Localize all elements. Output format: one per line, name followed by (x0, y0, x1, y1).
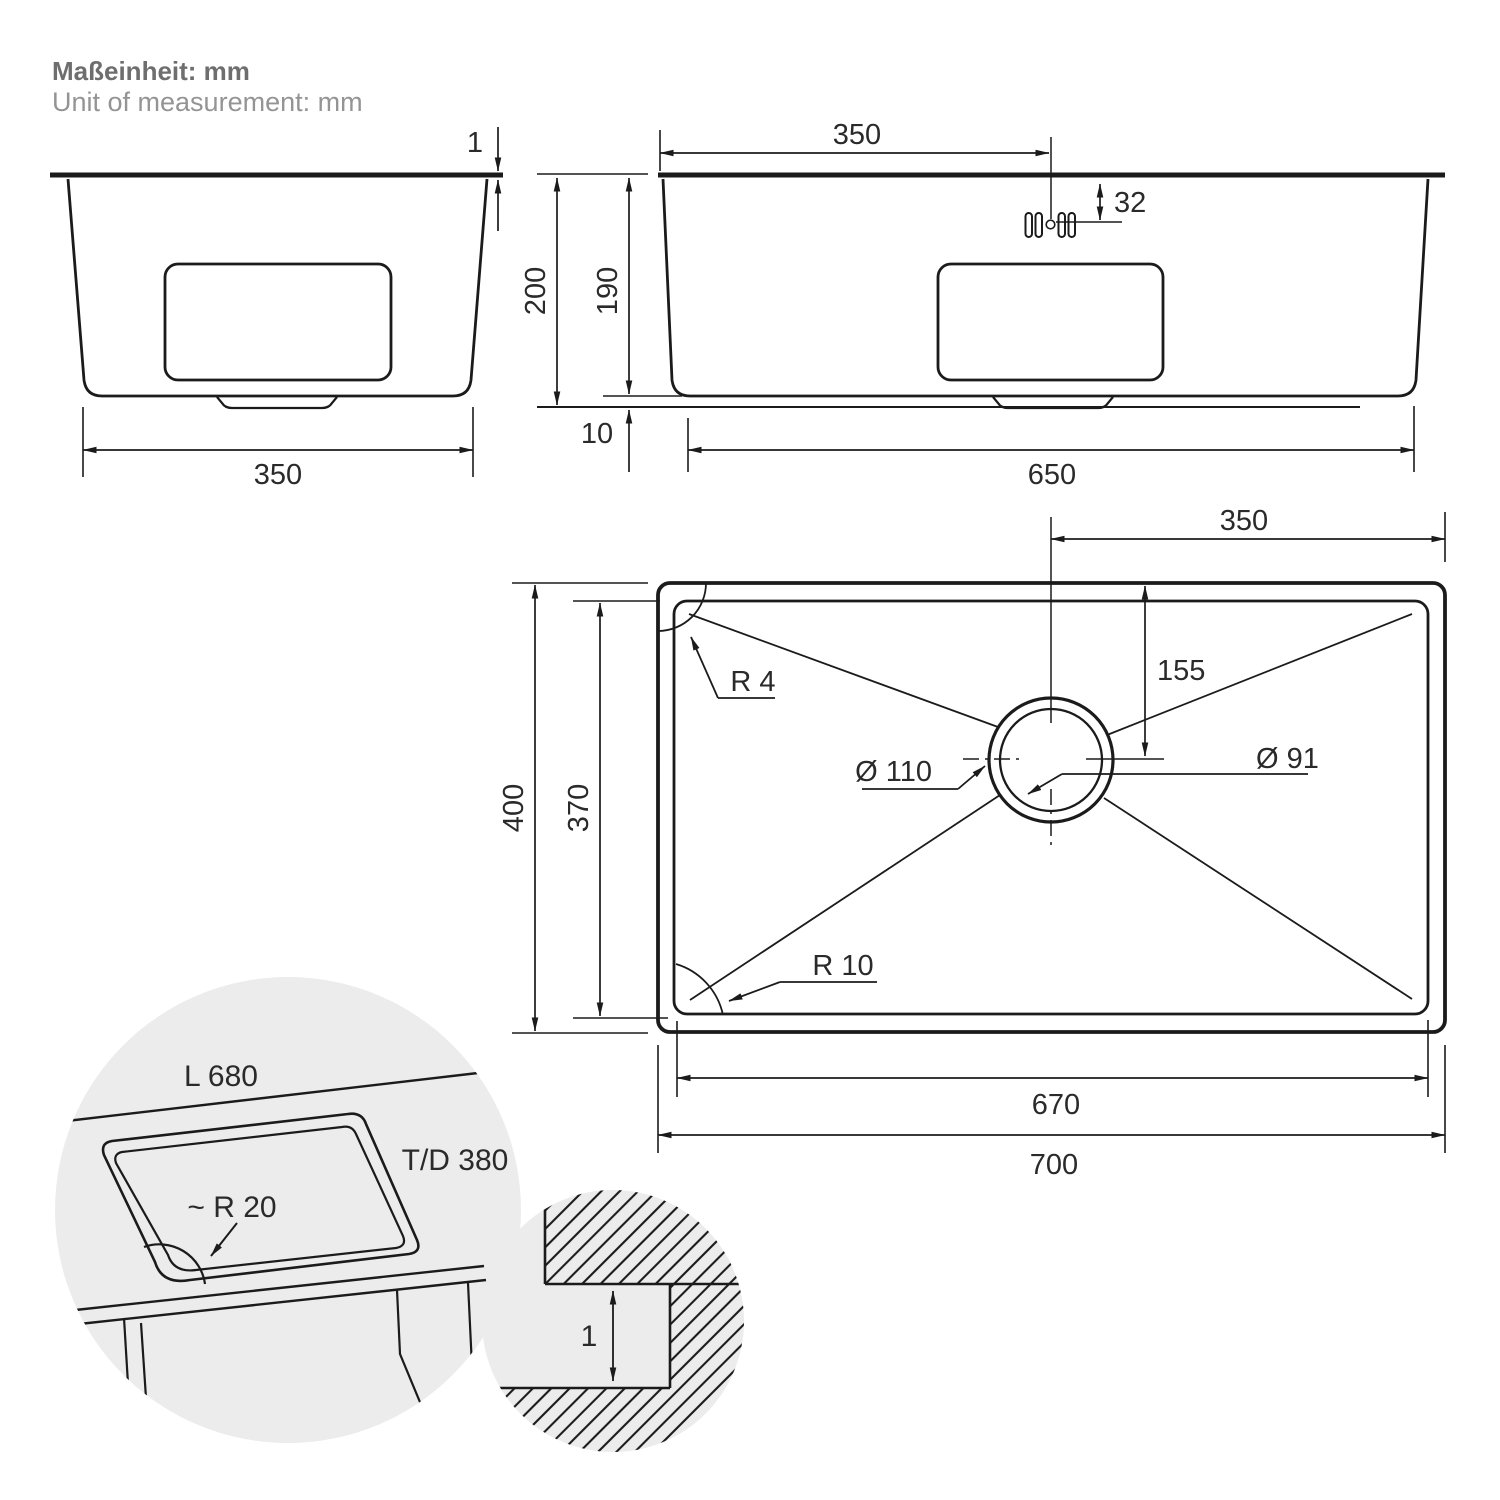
overflow-center-mark (1045, 219, 1056, 230)
dim-side-rim-thickness: 1 (467, 127, 502, 231)
front-body-outline (661, 178, 1430, 398)
dim-top-width-outer: 400 (498, 582, 648, 1034)
dim-section-rim-height: 1 (581, 1290, 617, 1382)
section-detail-drawing (482, 1190, 744, 1452)
section-detail: 1 (482, 1190, 744, 1452)
dim-label: Ø 91 (1256, 743, 1319, 775)
radius-top-corner: R 4 (657, 582, 776, 699)
dim-label: 670 (1032, 1089, 1080, 1121)
cutout-detail-drawing (57, 1069, 496, 1408)
dim-label: 400 (498, 784, 530, 832)
r4-arc (657, 582, 707, 632)
dim-label: L 680 (184, 1060, 258, 1093)
front-view: 350 32 200 190 10 650 (520, 119, 1445, 491)
dim-side-base-width: 350 (82, 407, 474, 491)
dim-front-height-inner: 190 (592, 177, 682, 397)
dim-front-drain-offset: 350 (659, 119, 1050, 171)
r20-arc (143, 1243, 207, 1285)
dim-label: 350 (254, 459, 302, 491)
dim-top-length-inner: 670 (676, 1020, 1429, 1121)
dim-drain-outer-dia: Ø 110 (855, 756, 986, 790)
dim-top-drain-from-right: 350 (1050, 505, 1446, 723)
dim-label: 650 (1028, 459, 1076, 491)
dim-label: ~ R 20 (187, 1191, 276, 1224)
side-body-outline (66, 178, 489, 398)
countertop-hatch (545, 1190, 744, 1284)
cutout-rim-inner (114, 1125, 406, 1272)
dim-drain-inner-dia: Ø 91 (1027, 743, 1319, 795)
dim-label: 200 (520, 267, 552, 315)
base-hatch (482, 1284, 744, 1452)
top-view: R 4 R 10 350 155 Ø 110 Ø 91 (498, 505, 1447, 1181)
side-view: 1 350 (50, 127, 503, 491)
side-inner-panel (163, 262, 393, 382)
side-drain-outlet (216, 396, 338, 410)
corner-diagonals (688, 613, 1413, 1001)
dim-front-bottom-gap: 10 (581, 409, 633, 472)
cutout-rim-outer (101, 1112, 420, 1283)
dim-top-width-inner: 370 (563, 600, 668, 1019)
radius-bottom-corner: R 10 (675, 950, 877, 1016)
unit-label-de: Maßeinheit: mm (52, 56, 250, 86)
dim-label: 1 (581, 1320, 598, 1353)
dim-label: 155 (1157, 655, 1205, 687)
dim-label: 350 (833, 119, 881, 151)
dim-label: Ø 110 (855, 756, 932, 788)
dim-front-height-outer: 200 (520, 173, 648, 406)
unit-label-en: Unit of measurement: mm (52, 87, 363, 117)
cutout-detail: ~ R 20 L 680 T/D 380 (55, 977, 521, 1443)
dim-label: R 4 (730, 666, 775, 698)
dim-label: 10 (581, 418, 613, 450)
dim-label: 700 (1030, 1149, 1078, 1181)
front-inner-panel (936, 262, 1165, 382)
dim-label: 32 (1114, 187, 1146, 219)
dim-label: 350 (1220, 505, 1268, 537)
dim-label: T/D 380 (402, 1144, 509, 1177)
dim-overflow-offset: 32 (1056, 183, 1146, 223)
dim-label: 190 (592, 267, 624, 315)
overflow-holes (1024, 212, 1076, 238)
drain-centerlines (963, 758, 1052, 848)
dim-label: 1 (467, 127, 483, 159)
dim-label: R 10 (812, 950, 873, 982)
dim-top-drain-from-top: 155 (1086, 585, 1205, 760)
dim-top-length-outer: 700 (657, 1045, 1446, 1181)
dim-front-base-length: 650 (687, 406, 1415, 491)
cutout-detail-circle (55, 977, 521, 1443)
r10-arc (675, 963, 724, 1016)
dim-label: 370 (563, 784, 595, 832)
header: Maßeinheit: mm Unit of measurement: mm (52, 56, 363, 117)
